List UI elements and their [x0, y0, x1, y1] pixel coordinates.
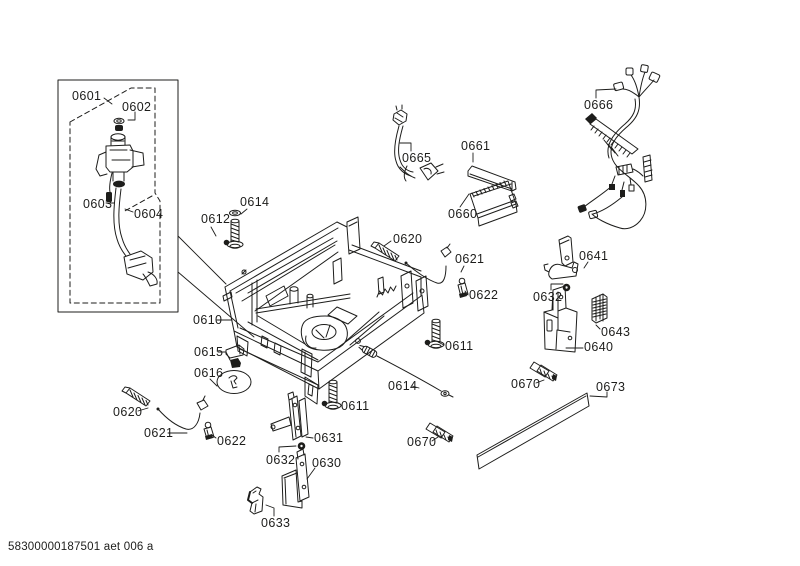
hinge-bracket-0631 [270, 391, 309, 441]
part-label-0610: 0610 [193, 313, 223, 327]
part-label-0630: 0630 [312, 456, 342, 470]
part-label-0620-left: 0620 [113, 405, 143, 419]
part-label-0643: 0643 [601, 325, 631, 339]
part-label-0620-top: 0620 [393, 232, 423, 246]
part-label-0640: 0640 [584, 340, 614, 354]
hinge-lever-0641 [543, 235, 579, 280]
part-label-0633: 0633 [261, 516, 291, 530]
part-label-0614-mid: 0614 [388, 379, 418, 393]
part-label-0641: 0641 [579, 249, 609, 263]
wire-0621-left [156, 395, 209, 430]
part-label-0665: 0665 [402, 151, 432, 165]
part-label-0614-top: 0614 [240, 195, 270, 209]
part-label-0632-right: 0632 [533, 290, 563, 304]
part-label-0622-left: 0622 [217, 434, 247, 448]
part-label-0622-top: 0622 [469, 288, 499, 302]
part-label-0615: 0615 [194, 345, 224, 359]
part-label-0611-bottom: 0611 [341, 399, 370, 413]
power-cord-0665 [392, 104, 445, 182]
mount-bracket-0630 [281, 448, 310, 509]
part-label-0603: 0603 [83, 197, 113, 211]
part-label-0631: 0631 [314, 431, 344, 445]
part-label-0666: 0666 [584, 98, 614, 112]
cable-harness-0666 [577, 64, 661, 230]
mount-bracket-0640 [543, 285, 578, 353]
aquastop-detail-box [57, 79, 255, 338]
part-0615 [225, 344, 245, 368]
clip-0633 [247, 486, 264, 515]
part-label-0602: 0602 [122, 100, 152, 114]
aquastop-valve-assembly [95, 117, 158, 287]
nut-0632-right [562, 283, 571, 292]
part-label-0661: 0661 [461, 139, 491, 153]
part-label-0616: 0616 [194, 366, 224, 380]
part-label-0601: 0601 [72, 89, 102, 103]
part-label-0621-top: 0621 [455, 252, 485, 266]
screw-0612 [223, 209, 244, 249]
cover-strip-0661 [467, 165, 517, 192]
nut-0632-bottom [297, 442, 306, 450]
part-label-0632-bottom: 0632 [266, 453, 296, 467]
footer-document-code: 58300000187501 aet 006 a [8, 541, 154, 553]
part-label-0612: 0612 [201, 212, 231, 226]
bracket-0622-top [457, 277, 469, 298]
part-label-0660: 0660 [448, 207, 478, 221]
part-label-0673: 0673 [596, 380, 626, 394]
part-label-0611-right: 0611 [445, 339, 474, 353]
wire-0621-top [404, 243, 452, 284]
pin-0620-left [121, 386, 151, 407]
part-label-0670-right: 0670 [511, 377, 541, 391]
detail-circle-0616 [216, 370, 252, 394]
part-label-0621-left: 0621 [144, 426, 174, 440]
part-label-0604: 0604 [134, 207, 164, 221]
base-pan [222, 216, 429, 405]
cable-0614 [358, 344, 454, 398]
plinth-panel-0673 [476, 392, 590, 470]
bracket-0622-left [203, 421, 215, 440]
part-label-0670-mid: 0670 [407, 435, 437, 449]
spring-block-0643 [591, 293, 608, 324]
